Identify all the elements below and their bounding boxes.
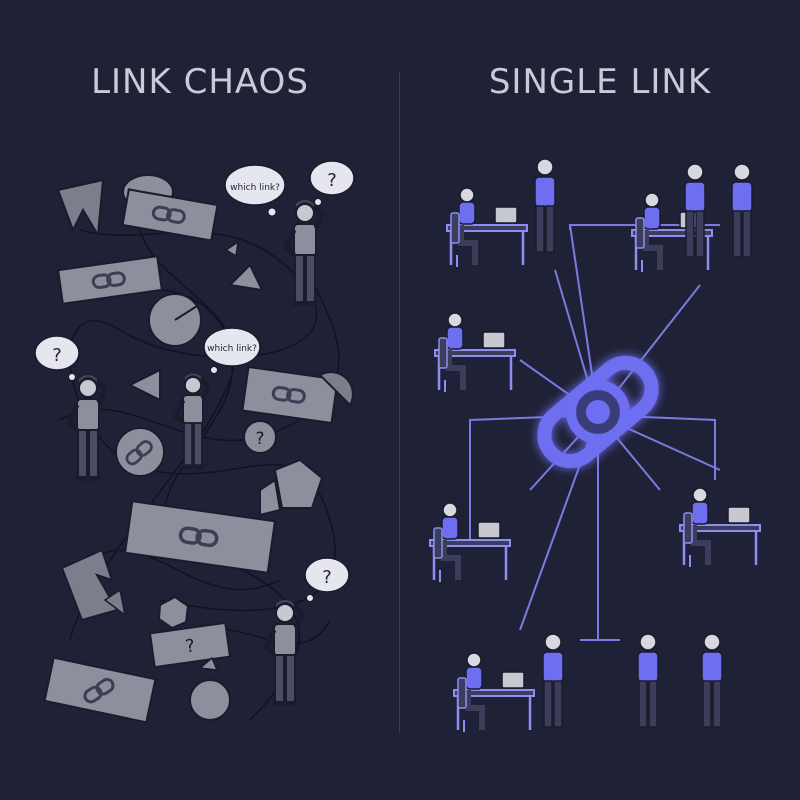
gray-fragments (127, 240, 264, 402)
question-mark: ? (255, 429, 264, 449)
panel-divider (399, 72, 400, 732)
thought-bubble-q-bottom: ? (304, 557, 350, 602)
chain-card-large (123, 500, 277, 574)
worker-desk-mid-left (435, 313, 515, 392)
half-circle (318, 371, 354, 407)
thought-bubble-which-link-1: which link? (224, 164, 286, 217)
thought-bubble-which-link-2: which link? (203, 327, 261, 374)
question-circle: ? (243, 420, 277, 454)
standing-person-bottom-right-1 (637, 633, 659, 728)
broken-chain-card (56, 255, 164, 305)
standing-person-bottom-left (542, 633, 564, 728)
question-mark-card: ? (184, 635, 196, 657)
worker-desk-lower-right (680, 488, 760, 567)
confused-person-bottom (266, 600, 302, 706)
pie-circle (148, 293, 202, 347)
broken-shape-1 (56, 178, 105, 239)
standing-person-top-right-2 (731, 163, 753, 258)
chain-card-1 (121, 188, 219, 242)
thought-bubble-q-left: ? (34, 335, 80, 381)
question-card: ? (148, 621, 232, 669)
bubble-q-top: ? (327, 170, 337, 191)
bubble-q-bottom: ? (322, 567, 332, 588)
hexagon (157, 595, 190, 630)
bubble-text-which-link-2: which link? (207, 344, 257, 354)
link-chaos-title: LINK CHAOS (91, 62, 309, 102)
chain-circle (115, 427, 165, 477)
bubble-q-left: ? (52, 345, 62, 366)
worker-desk-top-left (447, 188, 527, 267)
connection-lines (469, 224, 721, 641)
single-link-title: SINGLE LINK (488, 62, 712, 102)
chain-card-2 (241, 365, 339, 425)
thought-bubble-q-top: ? (309, 160, 355, 206)
standing-person-top-right-1 (684, 163, 706, 258)
bubble-text-which-link-1: which link? (230, 183, 280, 193)
bottom-circle-triangle (189, 656, 231, 721)
confused-person-middle (176, 374, 208, 469)
zigzag-shapes (60, 548, 127, 622)
standing-person-bottom-right-2 (701, 633, 723, 728)
broken-fragment-right (259, 458, 324, 517)
central-link-icon (537, 355, 659, 469)
standing-person-top-left (534, 158, 556, 253)
worker-desk-bottom-left (454, 653, 534, 732)
chain-card-bottom (43, 656, 157, 724)
